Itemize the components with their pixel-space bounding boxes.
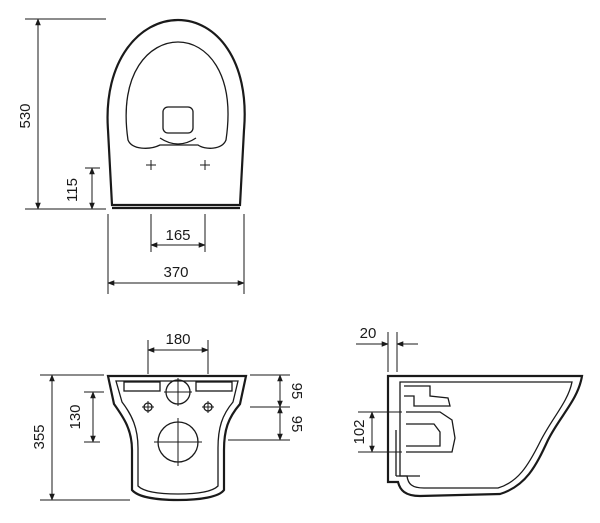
dim-label-20: 20 [360,325,377,342]
dim-offsets-95: 95 95 [228,374,305,441]
fixing-hole-left [142,401,154,413]
side-trapway [406,411,456,453]
flush-outlet [162,106,194,134]
back-outline-outer [106,374,248,502]
side-inlet-channel [404,385,451,407]
dim-outlet-height-130: 130 [67,391,104,443]
side-view: 20 102 [351,325,584,498]
dim-label-130: 130 [67,404,84,429]
side-outline-outer [386,374,584,498]
side-outline-inner [399,381,573,489]
fixing-slot-left [123,381,161,392]
dim-depth-355: 355 [31,374,130,501]
fixing-slot-right [195,381,233,392]
dim-outlet-height-102: 102 [351,411,402,453]
back-view: 180 355 130 95 95 [31,331,305,502]
dim-label-115: 115 [64,178,81,202]
dim-bolt-spacing-165: 165 [150,214,206,252]
dim-label-180: 180 [165,331,190,348]
bolt-hole-left [146,160,156,170]
dim-width-370: 370 [107,214,245,294]
dim-label-95-lower: 95 [288,416,305,433]
dim-wall-offset-20: 20 [356,325,418,372]
dim-label-355: 355 [31,424,48,449]
back-outline-inner [115,380,239,495]
dim-label-370: 370 [163,264,188,281]
dim-label-95-upper: 95 [288,383,305,400]
dim-label-530: 530 [17,103,34,128]
top-view: 530 115 165 370 [17,18,246,294]
dim-fixing-spacing-180: 180 [147,331,209,374]
dim-label-165: 165 [165,227,190,244]
dim-bolt-offset-115: 115 [64,167,100,210]
bowl-rim-inner [125,41,229,149]
dim-label-102: 102 [351,419,368,444]
dim-height-530: 530 [17,18,106,210]
fixing-hole-right [202,401,214,413]
bolt-hole-right [200,160,210,170]
bowl-outline-outer [106,18,246,207]
